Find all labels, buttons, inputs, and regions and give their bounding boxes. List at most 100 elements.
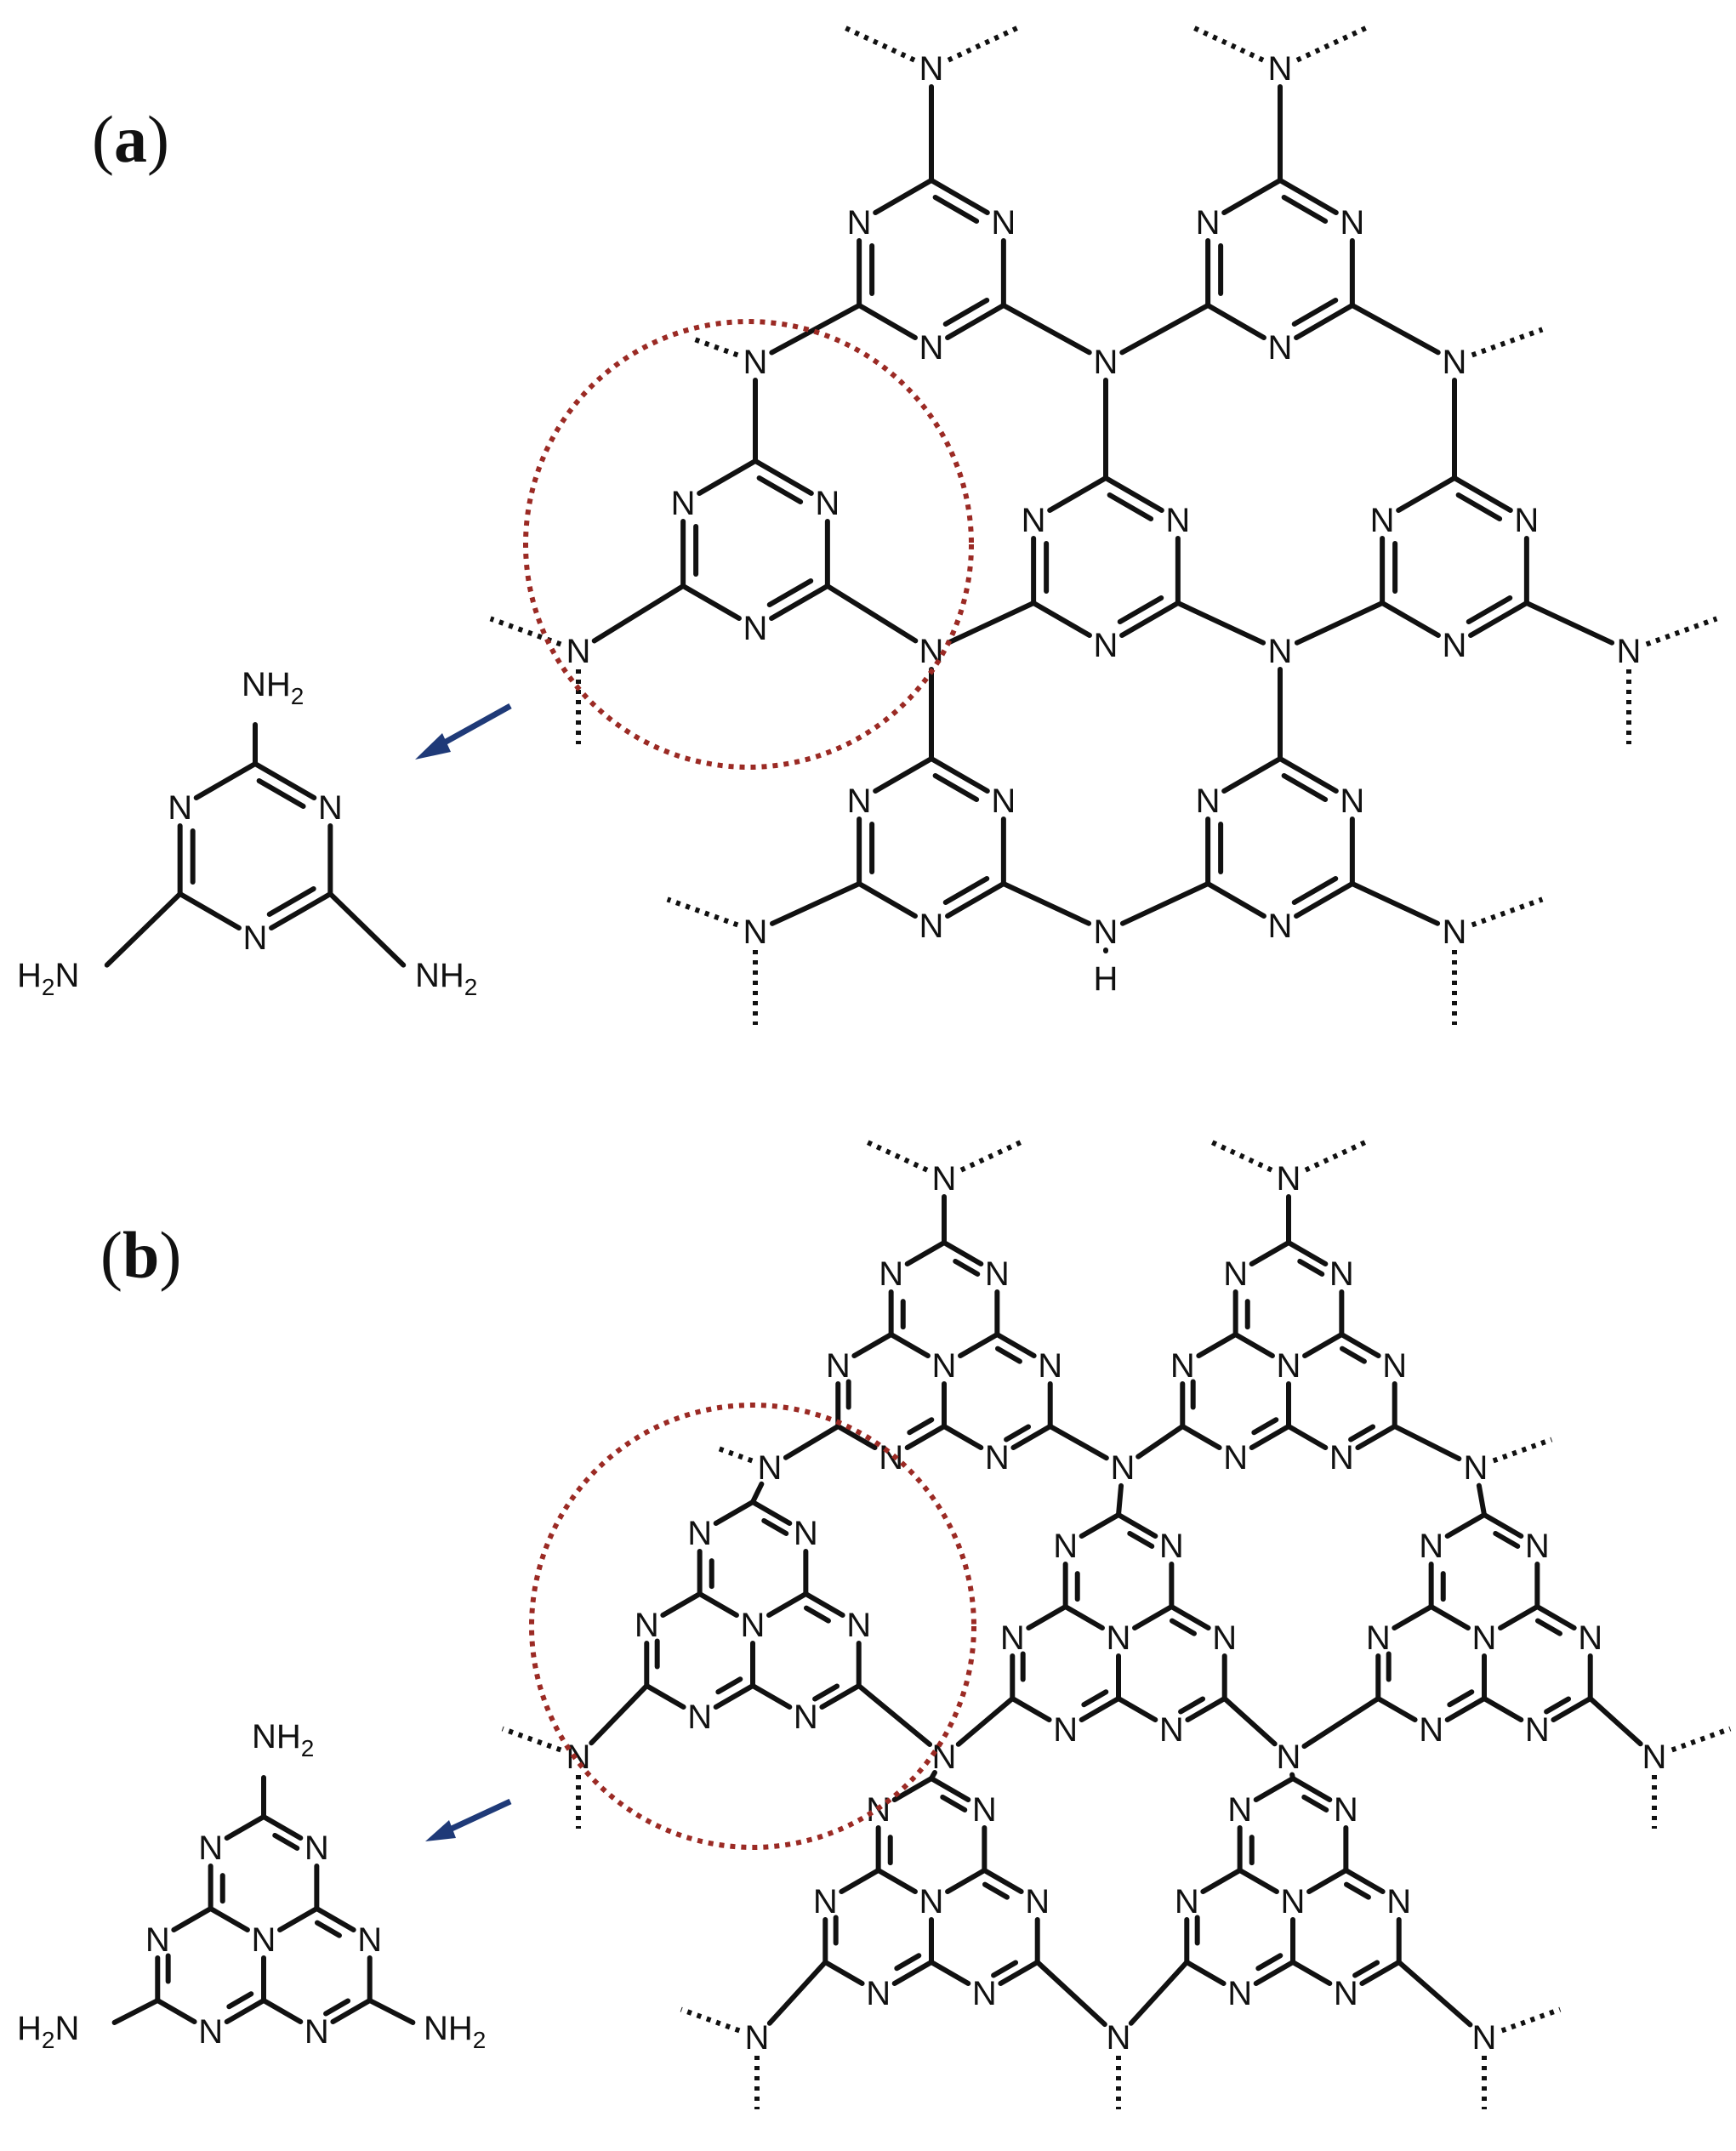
central-nitrogen: N	[1107, 1619, 1131, 1657]
ring-bond	[1169, 1604, 1211, 1630]
dashed-bond	[841, 24, 916, 63]
core-bond	[1232, 1332, 1275, 1358]
ring-bond	[253, 761, 317, 800]
ring-nitrogen: N	[879, 1255, 903, 1293]
ring-nitrogen: N	[198, 2013, 223, 2051]
ring-nitrogen: N	[1038, 1347, 1062, 1385]
double-bond	[1107, 492, 1154, 521]
link-bond	[1221, 1696, 1278, 1747]
core-bond	[766, 1591, 809, 1618]
link-bond	[1301, 1696, 1381, 1750]
link-bond	[929, 1770, 938, 1781]
ring-bond	[1253, 1960, 1295, 1986]
double-bond	[1281, 194, 1329, 224]
link-bond	[1289, 1772, 1295, 1781]
link-bond	[856, 1683, 933, 1747]
ring-bond	[851, 1332, 894, 1358]
bridge-nitrogen: N	[1111, 1449, 1136, 1487]
bridge-nitrogen: N	[1094, 344, 1118, 381]
link-bond	[945, 600, 1037, 646]
double-bond	[1352, 1960, 1380, 1978]
link-bond	[1136, 1424, 1186, 1460]
ring-nitrogen: N	[866, 1975, 891, 2012]
ring-nitrogen: N	[1578, 1619, 1602, 1657]
ring-bond	[1355, 1424, 1397, 1450]
ring-bond	[1278, 756, 1339, 794]
ring-bond	[942, 1424, 984, 1450]
double-bond	[1081, 1689, 1109, 1708]
ring-bond	[750, 1499, 793, 1526]
double-bond	[812, 1683, 840, 1702]
amine-right-b: NH2	[424, 2010, 486, 2053]
central-nitrogen: N	[252, 1921, 276, 1959]
bridge-nh-nitrogen: N	[1094, 913, 1118, 951]
ring-bond	[904, 1240, 947, 1266]
double-bond	[1291, 298, 1339, 327]
core-bond	[208, 1906, 250, 1932]
double-bond	[1493, 1530, 1521, 1549]
central-nitrogen: N	[932, 1347, 957, 1385]
link-bond	[769, 303, 862, 356]
link-bond	[1396, 1960, 1473, 2028]
dashed-bond	[713, 1444, 754, 1464]
hydrogen-atom: H	[1094, 960, 1118, 998]
ring-nitrogen: N	[145, 1921, 170, 1959]
ring-bond	[1205, 881, 1266, 919]
core-bond	[875, 1868, 918, 1894]
dashed-bond	[666, 896, 739, 928]
ring-nitrogen: N	[1443, 627, 1467, 664]
dashed-bond	[1295, 24, 1370, 63]
double-bond	[940, 1794, 968, 1812]
ring-bond	[660, 1591, 703, 1618]
double-bond	[1117, 595, 1164, 625]
melamine-bonds	[104, 722, 407, 968]
link-bond	[1034, 1960, 1107, 2028]
amine-bond	[327, 891, 407, 968]
ring-nitrogen: N	[1366, 1619, 1391, 1657]
ring-nitrogen: N	[1525, 1528, 1550, 1565]
ring-bond	[998, 1960, 1040, 1986]
bridge-nitrogen: N	[1277, 1160, 1301, 1198]
link-bond	[1000, 881, 1092, 926]
central-nitrogen: N	[919, 1883, 944, 1921]
double-bond	[1348, 1424, 1376, 1443]
ring-nitrogen: N	[305, 2013, 329, 2051]
amine-top-a: NH2	[242, 666, 304, 709]
double-bond	[1281, 772, 1329, 802]
ring-nitrogen: N	[687, 1699, 712, 1736]
dashed-bond	[501, 1726, 562, 1753]
ring-nitrogen: N	[1419, 1711, 1443, 1749]
bridge-nitrogen: N	[1443, 913, 1467, 951]
ring-bond	[1180, 1424, 1222, 1450]
link-bond	[1523, 600, 1615, 646]
double-bond	[907, 1417, 935, 1436]
double-bond	[226, 1991, 254, 2010]
double-bond	[314, 1920, 342, 1938]
ring-bond	[1444, 1696, 1487, 1722]
ring-nitrogen: N	[243, 919, 268, 957]
ring-nitrogen: N	[1227, 1975, 1252, 2012]
double-bond	[323, 1998, 351, 2017]
ring-nitrogen: N	[1382, 1347, 1407, 1385]
amine-left-a: H2N	[17, 957, 79, 1000]
ring-nitrogen: N	[879, 1439, 903, 1477]
ring-nitrogen: N	[1196, 204, 1221, 242]
ring-nitrogen: N	[1165, 502, 1190, 539]
central-nitrogen: N	[1277, 1347, 1301, 1385]
ring-bond	[1249, 1424, 1291, 1450]
core-bond	[1132, 1604, 1175, 1630]
ring-bond	[1221, 178, 1283, 215]
ring-bond	[1253, 1776, 1295, 1802]
ring-bond	[1116, 1696, 1158, 1722]
ring-nitrogen: N	[687, 1515, 712, 1552]
ring-bond	[680, 583, 742, 621]
link-bond	[1349, 303, 1441, 356]
ring-nitrogen: N	[1386, 1883, 1411, 1921]
ring-bond	[857, 303, 918, 340]
dashed-bond	[947, 24, 1022, 63]
ring-bond	[1249, 1240, 1291, 1266]
core-bond	[1306, 1868, 1349, 1894]
dashed-bond	[1671, 1726, 1732, 1753]
central-nitrogen: N	[1472, 1619, 1497, 1657]
